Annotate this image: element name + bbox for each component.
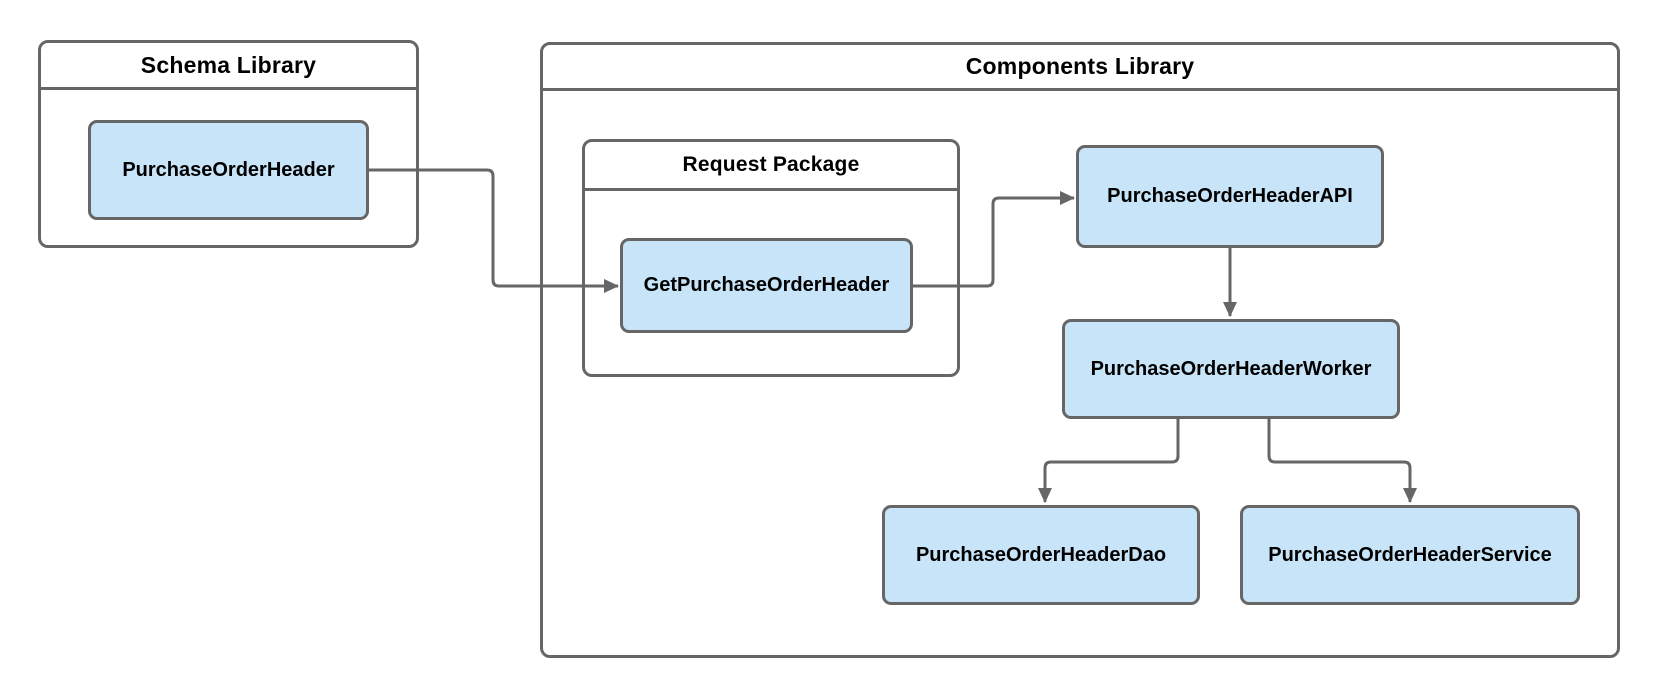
request-package-title: Request Package [585,142,957,191]
node-purchase-order-header-service[interactable]: PurchaseOrderHeaderService [1240,505,1580,605]
node-get-purchase-order-header-label: GetPurchaseOrderHeader [643,274,890,296]
request-package-container[interactable]: Request Package GetPurchaseOrderHeader [582,139,960,377]
node-get-purchase-order-header[interactable]: GetPurchaseOrderHeader [620,238,913,333]
node-purchase-order-header-dao[interactable]: PurchaseOrderHeaderDao [882,505,1200,605]
node-purchase-order-header-api[interactable]: PurchaseOrderHeaderAPI [1076,145,1384,248]
components-library-container[interactable]: Components Library Request Package GetPu… [540,42,1620,658]
node-purchase-order-header-api-label: PurchaseOrderHeaderAPI [1107,185,1353,207]
node-purchase-order-header-label: PurchaseOrderHeader [122,158,335,181]
node-purchase-order-header-service-label: PurchaseOrderHeaderService [1268,543,1552,566]
components-library-title: Components Library [543,45,1617,91]
schema-library-container[interactable]: Schema Library PurchaseOrderHeader [38,40,419,248]
node-purchase-order-header-worker-label: PurchaseOrderHeaderWorker [1090,357,1372,380]
node-purchase-order-header-dao-label: PurchaseOrderHeaderDao [915,543,1167,566]
node-purchase-order-header-worker[interactable]: PurchaseOrderHeaderWorker [1062,319,1400,419]
schema-library-title: Schema Library [41,43,416,90]
node-purchase-order-header[interactable]: PurchaseOrderHeader [88,120,369,220]
